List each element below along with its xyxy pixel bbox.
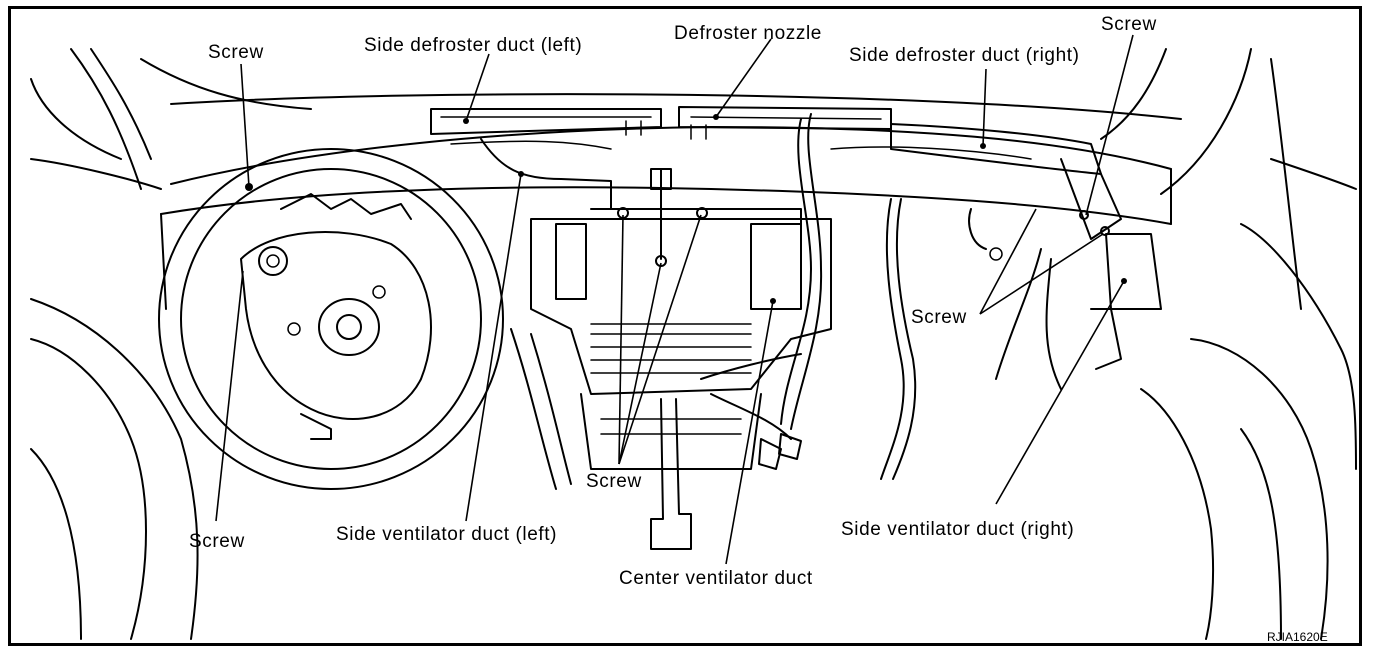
screw-bottom-left-label: Screw bbox=[189, 531, 245, 552]
diagram-frame: Screw Side defroster duct (left) Defrost… bbox=[8, 6, 1362, 646]
screw-center-label: Screw bbox=[586, 471, 642, 492]
side-defroster-duct-right-label: Side defroster duct (right) bbox=[849, 45, 1080, 66]
side-ventilator-duct-left-label: Side ventilator duct (left) bbox=[336, 524, 557, 545]
windshield-outline bbox=[30, 48, 1357, 310]
center-ventilator-duct-label: Center ventilator duct bbox=[619, 568, 813, 589]
defroster-nozzle bbox=[625, 106, 892, 140]
side-defroster-duct-left bbox=[430, 108, 662, 135]
screw-right-label: Screw bbox=[911, 307, 967, 328]
side-defroster-duct-left-label: Side defroster duct (left) bbox=[364, 35, 582, 56]
center-ventilator-duct bbox=[700, 353, 802, 470]
side-ventilator-duct-right-label: Side ventilator duct (right) bbox=[841, 519, 1074, 540]
leader-lines bbox=[215, 34, 1134, 565]
steering-wheel bbox=[158, 148, 504, 490]
right-seat bbox=[1140, 223, 1357, 640]
side-ventilator-duct-right bbox=[1079, 210, 1162, 370]
wiring-harness bbox=[780, 113, 1062, 480]
heater-unit bbox=[530, 168, 832, 550]
side-defroster-duct-right bbox=[890, 123, 1122, 240]
figure-code: RJIA1620E bbox=[1267, 630, 1328, 643]
screw-top-right-label: Screw bbox=[1101, 14, 1157, 35]
screw-top-left-label: Screw bbox=[208, 42, 264, 63]
dashboard-ducts-diagram: Screw Side defroster duct (left) Defrost… bbox=[30, 14, 1357, 643]
left-seat bbox=[30, 298, 199, 640]
defroster-nozzle-label: Defroster nozzle bbox=[674, 23, 822, 44]
side-ventilator-duct-left bbox=[480, 138, 612, 490]
